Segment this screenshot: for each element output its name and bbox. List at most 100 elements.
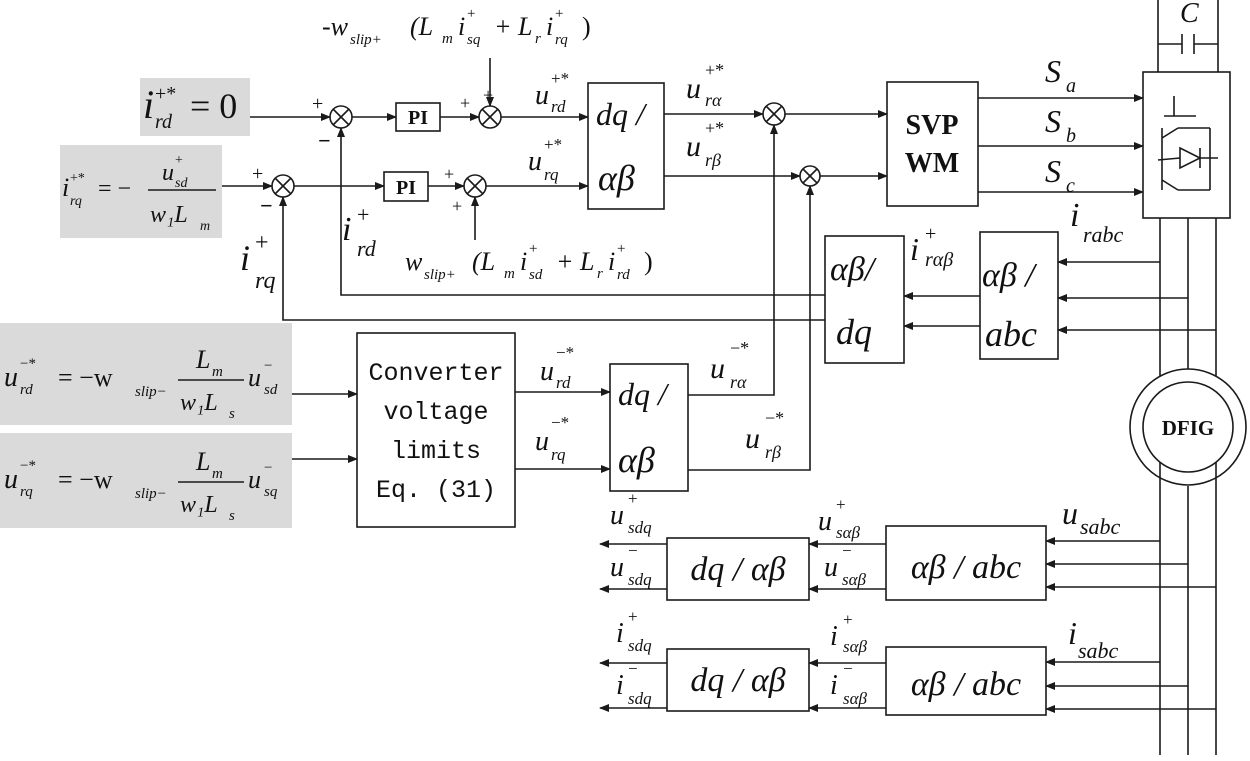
input-u-rq-neg-ref: u −* rq = −w slip− L m w₁L s u − sq [0, 433, 292, 528]
svg-text:i: i [240, 238, 250, 278]
sum-junction-beta [799, 165, 821, 187]
label-i-sdq-pos: i + sdq [616, 607, 652, 655]
svg-text:a: a [1066, 75, 1076, 97]
label-u-s-alphabeta-pos: u + sαβ [818, 495, 861, 542]
svg-text:−*: −* [765, 408, 784, 428]
svg-text:+: + [467, 6, 475, 22]
svg-text:rβ: rβ [765, 442, 781, 462]
svg-text:sabc: sabc [1078, 638, 1119, 663]
dq-to-alphabeta-positive: dq / αβ [587, 82, 665, 210]
svg-text:limits: limits [391, 437, 481, 466]
svg-text:sdq: sdq [628, 518, 652, 537]
label-i-s-alphabeta-pos: i + sαβ [830, 610, 868, 656]
sign-plus: + [252, 163, 263, 185]
svg-text:w: w [405, 247, 423, 276]
label-i-s-alphabeta-neg: i − sαβ [830, 659, 868, 708]
dq-alphabeta-stator-current: dq / αβ [666, 648, 810, 712]
svg-text:m: m [212, 364, 223, 380]
label-u-rq-pos: u +* rq [528, 135, 562, 184]
dq-alphabeta-stator-voltage: dq / αβ [666, 537, 810, 601]
svg-text:= −: = − [98, 176, 131, 202]
alphabeta-to-dq-block: αβ/ dq [824, 235, 905, 364]
svg-text:+*: +* [705, 118, 724, 138]
svg-text:+: + [843, 610, 853, 629]
svg-text:= −w: = −w [58, 363, 113, 392]
label-u-sdq-neg: u − sdq [610, 541, 652, 589]
svg-text:u: u [818, 506, 832, 537]
alphabeta-abc-stator-current: αβ / abc [885, 646, 1047, 716]
svg-text:sdq: sdq [628, 636, 652, 655]
label-u-s-alphabeta-neg: u − sαβ [824, 541, 867, 589]
svg-text:DFIG: DFIG [1162, 416, 1215, 440]
svg-text:sαβ: sαβ [842, 570, 867, 589]
svg-text:rq: rq [551, 445, 566, 464]
svg-text:PI: PI [408, 107, 428, 129]
svg-text:rd: rd [20, 382, 33, 398]
svg-text:dq /: dq / [618, 376, 670, 412]
feedforward-bottom: w slip+ (L m i + sd + L r i + rd ) [405, 241, 653, 283]
svg-text:u: u [610, 552, 624, 583]
svg-text:slip+: slip+ [350, 32, 382, 48]
svg-text:+: + [529, 241, 537, 257]
svg-text:m: m [504, 266, 515, 282]
pi-controller-q: PI [383, 171, 429, 202]
svg-text:i: i [1070, 197, 1079, 234]
svg-text:i: i [546, 12, 553, 41]
sum-junction-d1 [329, 105, 353, 129]
svg-text:i: i [62, 173, 69, 202]
label-u-sdq-pos: u + sdq [610, 489, 652, 537]
svg-text:u: u [824, 552, 838, 583]
svg-text:u: u [248, 363, 261, 392]
svg-text:+: + [175, 153, 183, 168]
svg-text:rα: rα [730, 372, 747, 392]
svg-text:sd: sd [529, 267, 543, 283]
sign-plus: + [312, 93, 323, 115]
label-s-a: S a [1045, 53, 1076, 97]
svg-text:WM: WM [905, 148, 959, 179]
svg-text:u: u [535, 426, 549, 457]
label-i-rabc: i rabc [1070, 197, 1124, 247]
capacitor: C [1157, 0, 1219, 54]
svg-text:s: s [229, 406, 235, 422]
svg-text:dq /: dq / [596, 96, 648, 132]
svg-text:u: u [535, 80, 549, 111]
svg-text:u: u [686, 72, 701, 105]
svg-text:= −w: = −w [58, 465, 113, 494]
svg-text:αβ /: αβ / [982, 257, 1038, 294]
svg-text:−: − [843, 659, 853, 678]
svg-text:+*: +* [551, 69, 569, 88]
svg-text:i: i [616, 618, 624, 649]
svg-text:rd: rd [617, 267, 630, 283]
svg-text:+: + [617, 241, 625, 257]
svg-text:r: r [597, 266, 603, 282]
svg-text:sdq: sdq [628, 689, 652, 708]
svg-text:αβ / abc: αβ / abc [911, 549, 1021, 586]
svg-text:rq: rq [555, 32, 568, 48]
pi-controller-d: PI [395, 102, 441, 132]
svg-text:u: u [710, 352, 725, 385]
svg-text:+*: +* [155, 83, 176, 105]
label-i-r-alphabeta: i + rαβ [910, 223, 953, 271]
svg-text:rq: rq [20, 484, 33, 500]
alphabeta-abc-stator-voltage: αβ / abc [885, 525, 1047, 601]
label-s-c: S c [1045, 153, 1075, 197]
svg-text:i: i [1068, 615, 1077, 651]
svg-text:−: − [628, 659, 638, 678]
sum-junction-q1 [271, 174, 295, 198]
label-i-rq-feedback: i + rq [240, 230, 275, 294]
sign-minus: − [318, 128, 331, 153]
sign-plus: + [444, 164, 454, 184]
svg-text:−: − [842, 541, 852, 560]
svg-text:u: u [4, 362, 18, 393]
svg-text:rabc: rabc [1083, 222, 1124, 247]
svg-text:u: u [1062, 495, 1078, 531]
svg-text:): ) [644, 247, 653, 276]
label-i-sdq-neg: i − sdq [616, 659, 652, 708]
svg-text:m: m [200, 219, 210, 234]
svg-text:−*: −* [20, 356, 36, 372]
svg-text:dq: dq [836, 312, 872, 352]
svg-text:slip+: slip+ [424, 267, 456, 283]
svg-text:−*: −* [551, 413, 569, 432]
svg-text:+: + [836, 495, 846, 514]
